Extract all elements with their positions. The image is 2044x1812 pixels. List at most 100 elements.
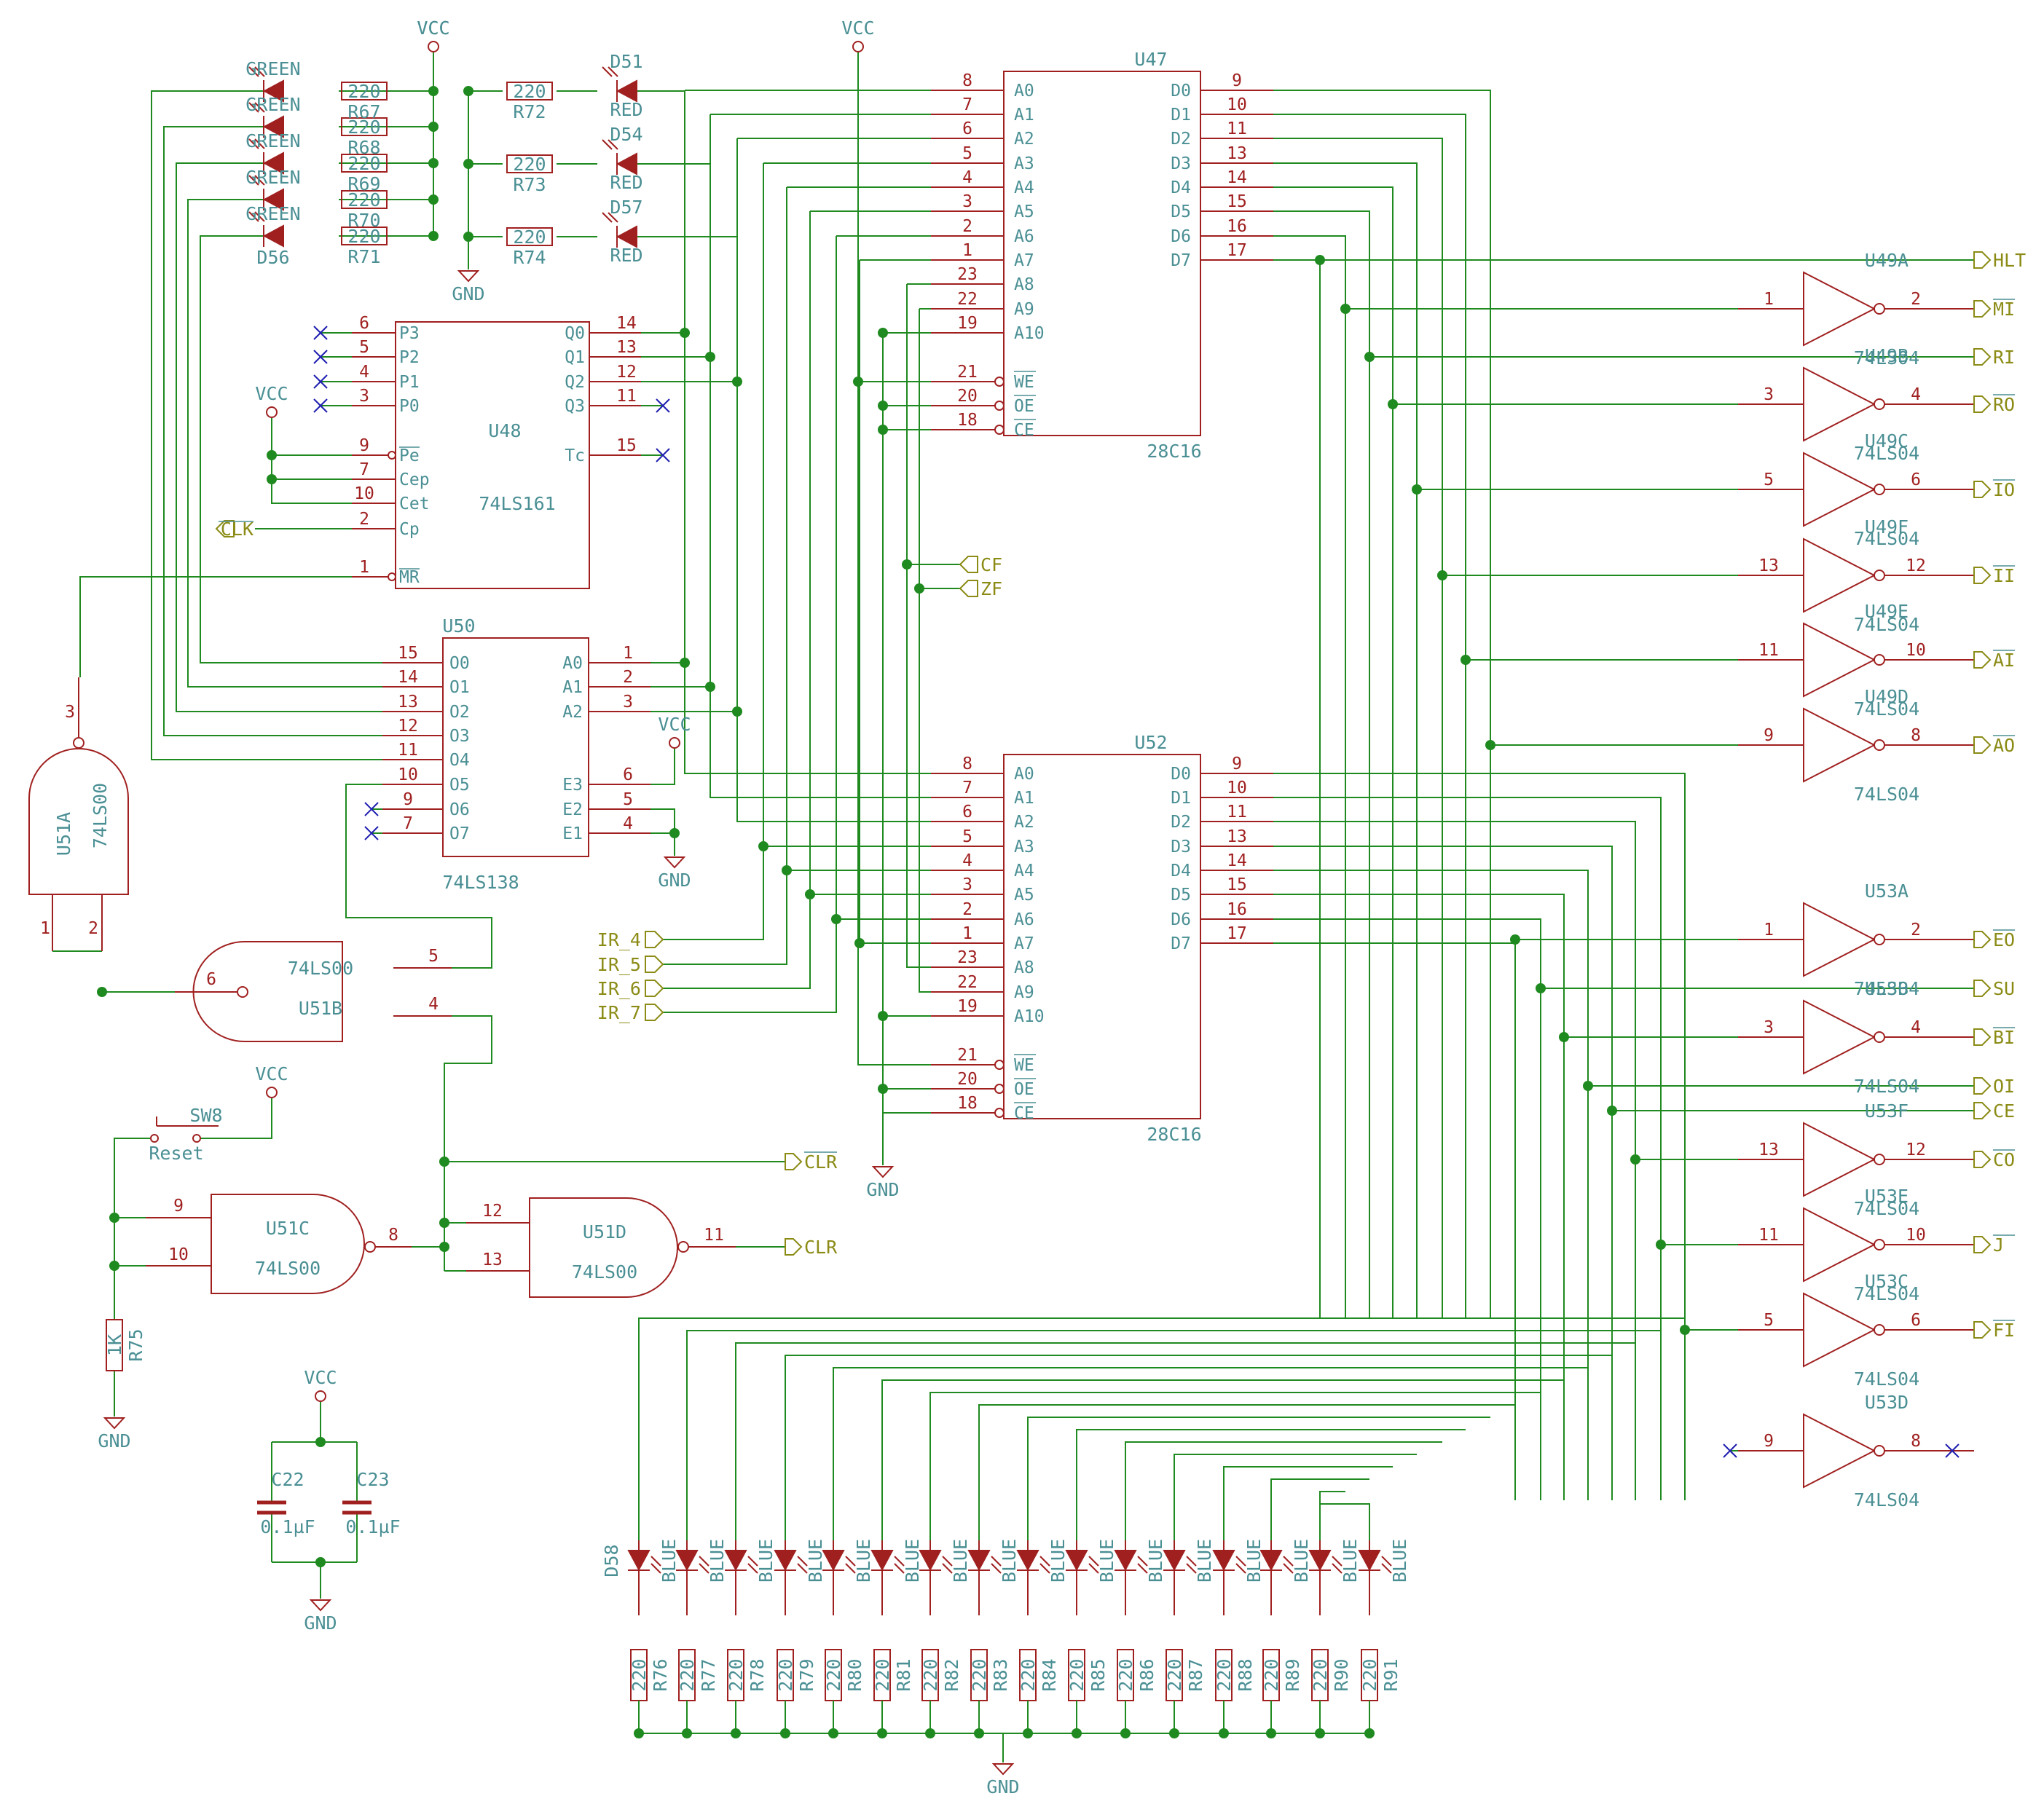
pin-name: D0 — [1171, 765, 1191, 784]
junction-dot — [805, 889, 815, 899]
pin-number: 1 — [962, 924, 972, 943]
resistor-ref: R91 — [1380, 1658, 1402, 1691]
led-arrow — [942, 1563, 953, 1574]
led-arrow — [602, 212, 613, 223]
led-diode — [627, 1550, 650, 1572]
output-flag — [1973, 651, 1992, 669]
led-color: GREEN — [245, 203, 300, 224]
junction-dot — [267, 450, 277, 460]
wire — [271, 418, 352, 504]
pin-name: WE — [1014, 1056, 1034, 1075]
junction-dot — [97, 987, 107, 997]
wire — [1027, 1417, 1490, 1540]
junction-dot — [463, 86, 473, 96]
resistor-value: 220 — [1359, 1658, 1380, 1691]
pin-name: A0 — [1014, 765, 1034, 784]
resistor-value: 220 — [347, 81, 380, 102]
output-flag — [785, 1238, 803, 1256]
pin-number: 14 — [398, 668, 418, 687]
junction-dot — [1680, 1325, 1690, 1335]
pin-number: 3 — [623, 693, 633, 712]
wire — [859, 260, 931, 944]
led-arrow — [1186, 1563, 1197, 1574]
inversion-bubble — [1874, 1324, 1885, 1336]
wire — [200, 1098, 272, 1139]
led-diode — [919, 1550, 942, 1572]
input-flag-label: CF — [980, 554, 1002, 575]
led-arrow — [650, 1556, 661, 1567]
output-flag-label: CLR — [804, 1237, 838, 1258]
wire — [1273, 797, 1662, 1500]
pin-number: 8 — [1911, 726, 1921, 745]
led-arrow — [608, 66, 618, 77]
pin-number: 5 — [1764, 1311, 1774, 1330]
junction-dot — [439, 1157, 449, 1167]
pin-number: 1 — [962, 241, 972, 260]
junction-dot — [1461, 655, 1471, 665]
junction-dot — [878, 328, 888, 338]
junction-dot — [1485, 740, 1495, 750]
pin-name: A8 — [1014, 958, 1034, 977]
input-flag — [959, 556, 978, 573]
wire — [1273, 259, 1321, 1318]
gnd-label: GND — [986, 1776, 1019, 1797]
pin-name: A3 — [1014, 838, 1034, 856]
pin-number: 2 — [1911, 921, 1921, 940]
led-color: RED — [610, 172, 642, 193]
junction-dot — [680, 658, 690, 668]
led-arrow — [254, 211, 265, 222]
gnd-label: GND — [658, 870, 691, 891]
led-arrow — [254, 66, 265, 77]
led-arrow — [942, 1556, 953, 1567]
led-color: BLUE — [1340, 1539, 1361, 1583]
pin-number: 6 — [1911, 470, 1921, 489]
pin-name: A10 — [1014, 1007, 1045, 1026]
resistor-ref: R86 — [1136, 1658, 1157, 1691]
pin-number: 7 — [962, 95, 972, 114]
pin-name: OE — [1014, 397, 1034, 416]
pin-number: 4 — [962, 168, 972, 187]
parts — [28, 41, 2015, 1776]
junction-dot — [428, 231, 439, 241]
inverter-body — [1803, 1122, 1876, 1197]
wire — [1174, 1454, 1417, 1540]
wire — [809, 211, 931, 895]
wire — [1320, 1503, 1370, 1540]
pin-name: O0 — [449, 654, 470, 673]
input-flag — [645, 980, 664, 997]
led-arrow — [1039, 1556, 1050, 1567]
u47-value: 28C16 — [1147, 441, 1201, 462]
pin-number: 14 — [1227, 168, 1247, 187]
led-diode — [724, 1550, 747, 1572]
inverter-value: 74LS04 — [1854, 698, 1919, 720]
pin-number: 6 — [623, 765, 633, 784]
pin-name: CE — [1014, 421, 1034, 440]
led-arrow — [1137, 1563, 1148, 1574]
resistor-ref: R68 — [347, 137, 380, 158]
pin-number: 11 — [1758, 641, 1779, 660]
led-diode — [675, 1550, 699, 1572]
input-flag — [645, 956, 664, 973]
switch-contact — [150, 1134, 159, 1143]
pin-name: D1 — [1171, 106, 1191, 125]
no-connect-marker — [656, 398, 670, 413]
wire — [1270, 1478, 1369, 1540]
inverter-value: 74LS04 — [1854, 1368, 1919, 1390]
pin-number: 20 — [957, 387, 978, 406]
pin-number: 13 — [616, 338, 637, 357]
inversion-bubble — [1874, 1239, 1885, 1250]
wire — [763, 163, 931, 847]
junction-dot — [109, 1213, 119, 1223]
pin-number: 1 — [1764, 921, 1774, 940]
u50-value: 74LS138 — [442, 872, 519, 893]
output-flag-label: BI — [1993, 1027, 2015, 1048]
pin-number: 4 — [1911, 1018, 1921, 1037]
pin-number: 6 — [1911, 1311, 1921, 1330]
junction-dot — [1072, 1728, 1082, 1738]
inverter-ref: U49A — [1865, 250, 1909, 271]
led-color: BLUE — [1389, 1539, 1410, 1583]
pin-number: 14 — [1227, 851, 1247, 870]
output-flag — [1973, 1028, 1992, 1046]
capacitor-value: 0.1µF — [345, 1516, 400, 1537]
u51a-body — [28, 748, 129, 895]
